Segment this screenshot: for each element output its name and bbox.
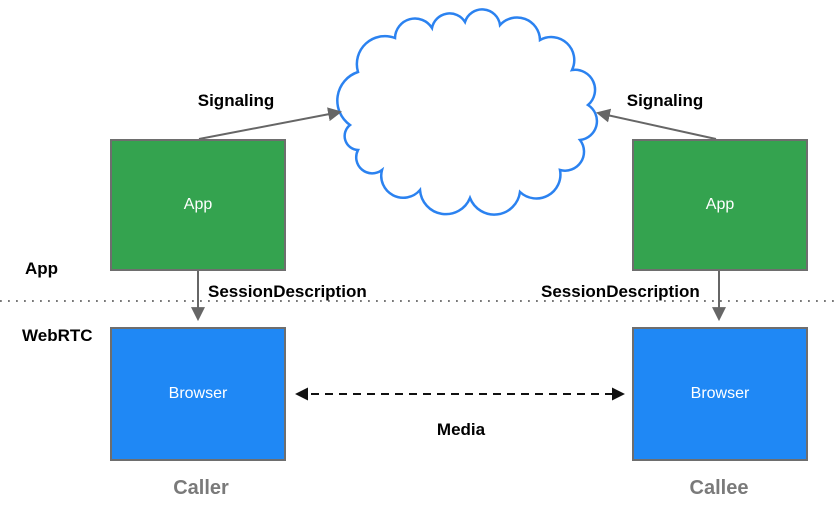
signaling-label-left: Signaling [197,91,275,110]
media-label: Media [436,420,486,439]
callee-browser-box: Browser [632,327,808,461]
callee-role-label: Callee [689,477,749,499]
webrtc-layer-label: WebRTC [22,326,93,345]
caller-browser-box: Browser [110,327,286,461]
callee-browser-box-label: Browser [690,385,750,402]
session-description-label-left: SessionDescription [208,282,367,301]
app-layer-label: App [25,259,59,278]
session-description-label-right: SessionDescription [541,282,700,301]
caller-browser-box-label: Browser [168,385,228,402]
signaling-label-right: Signaling [626,91,704,110]
signaling-arrow-right [595,108,717,140]
caller-app-box: App [110,139,286,271]
caller-role-label: Caller [173,477,229,499]
caller-app-box-label: App [183,196,213,213]
callee-app-box: App [632,139,808,271]
signaling-cloud [336,8,599,216]
callee-app-box-label: App [705,196,735,213]
signaling-arrow-left [198,107,343,140]
